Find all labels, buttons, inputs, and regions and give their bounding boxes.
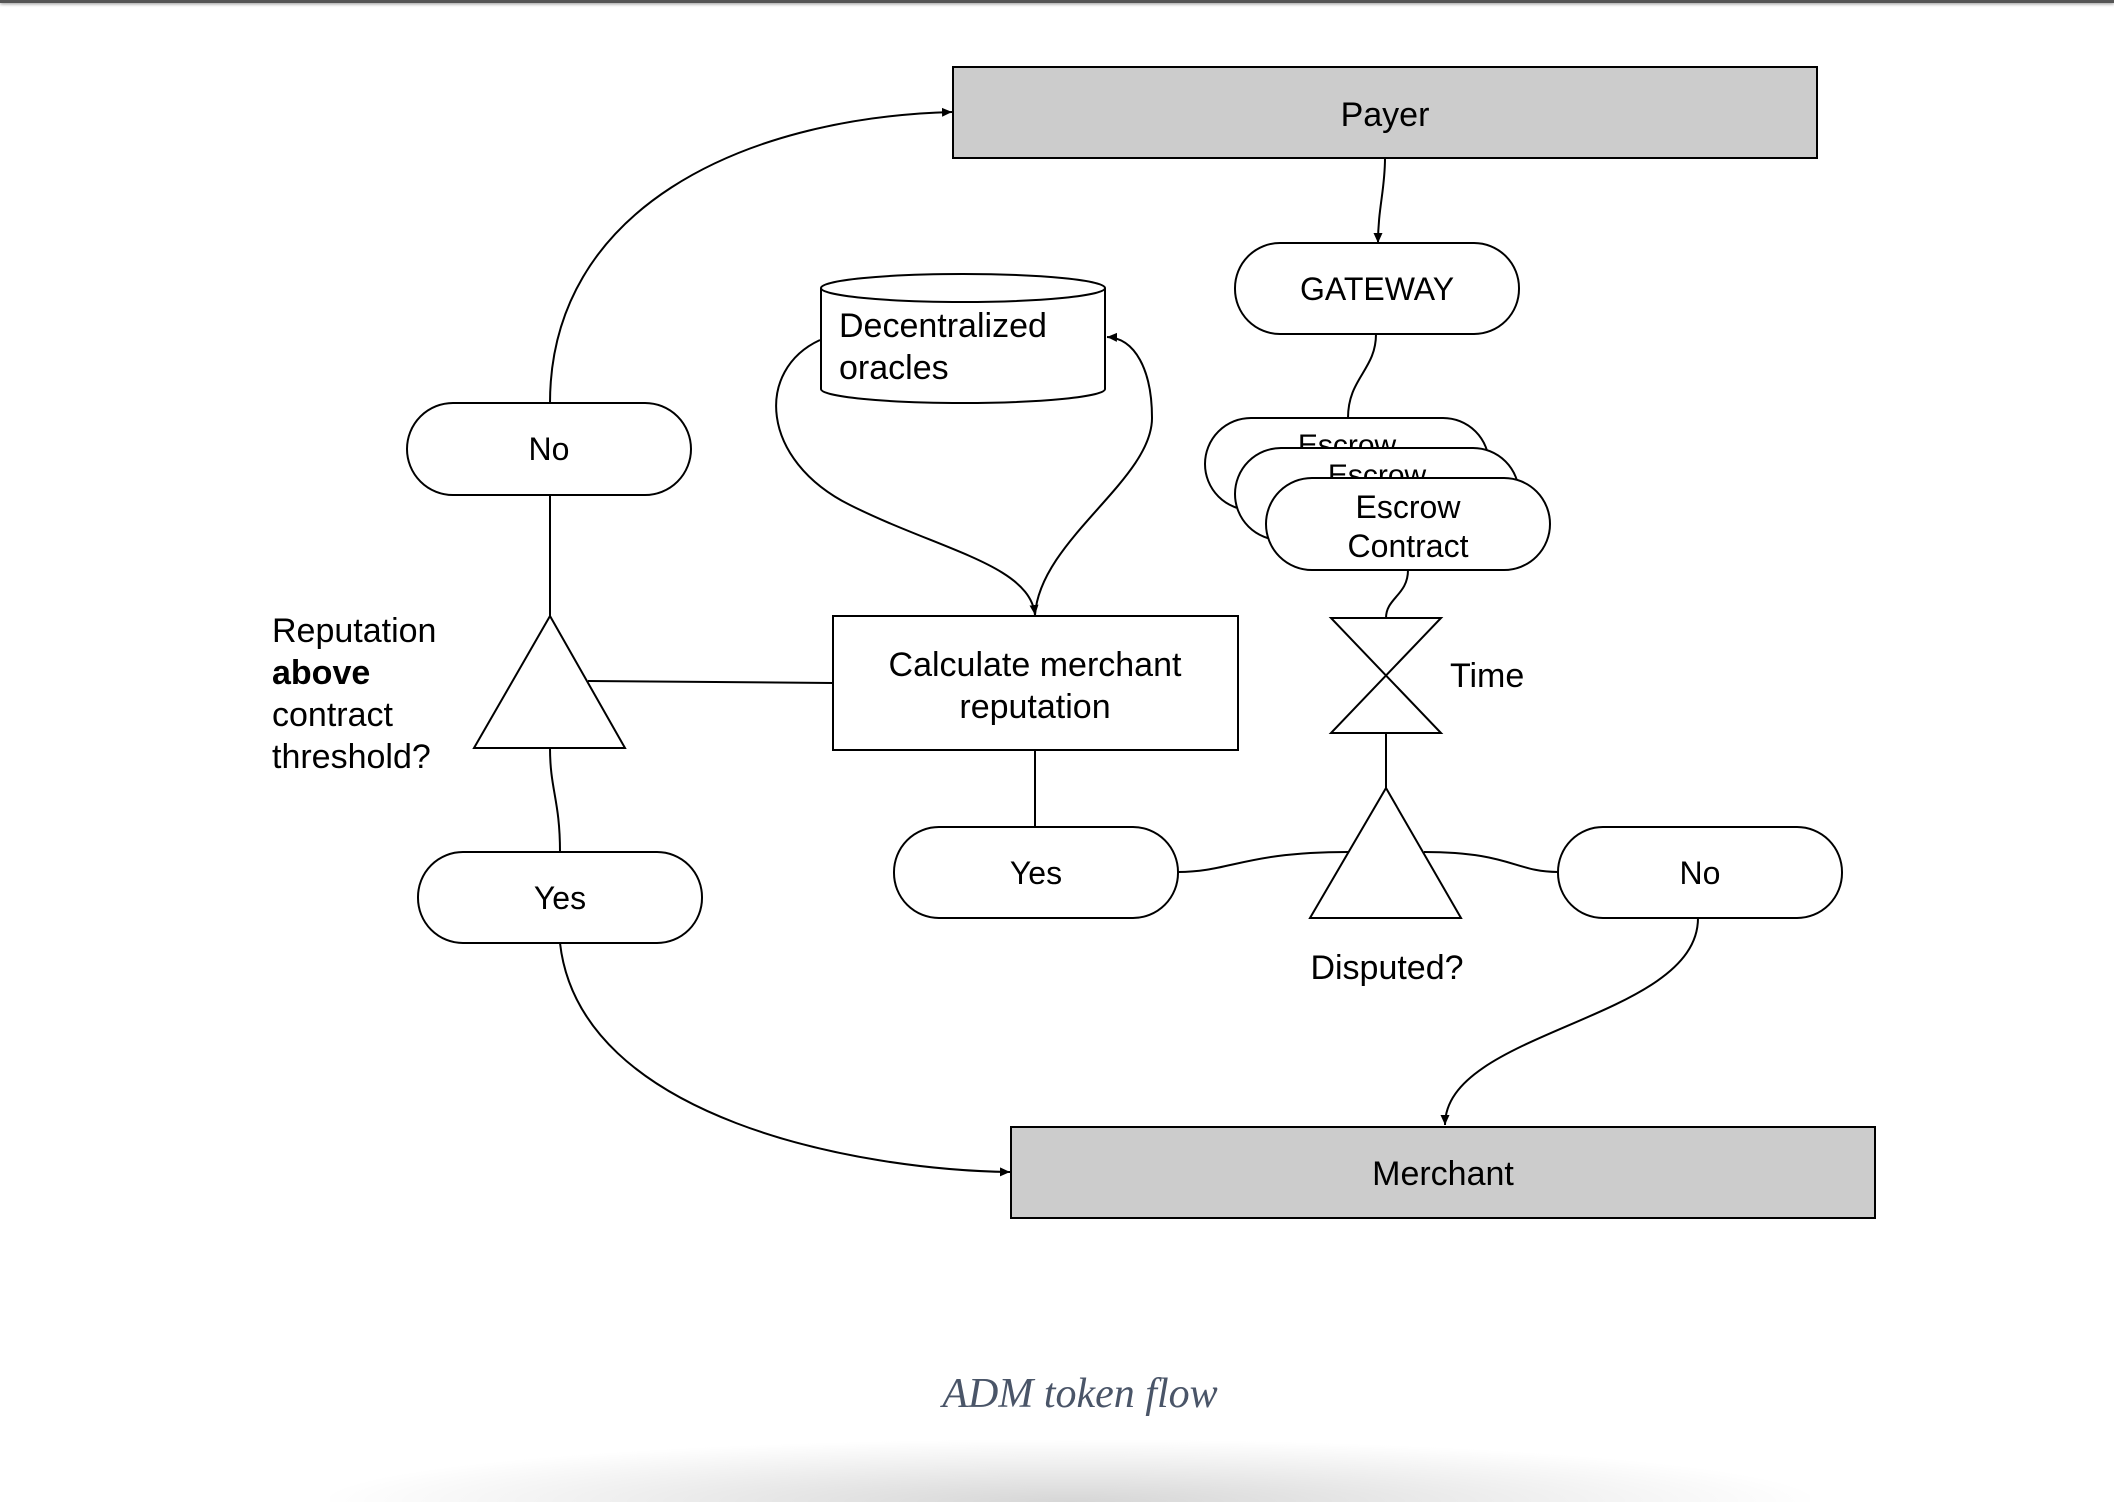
calculate-label-line1: Calculate merchant — [889, 646, 1182, 684]
disputed-to-yes-connector — [1177, 851, 1349, 873]
payer-label: Payer — [1341, 96, 1430, 134]
escrow-to-time-connector — [1385, 569, 1409, 619]
calculate-to-oracles-connector — [1034, 332, 1154, 616]
escrow-contracts-stack: Escrow Escrow Escrow Contract — [1204, 417, 1551, 571]
gateway-node: GATEWAY — [1234, 242, 1520, 335]
payer-node: Payer — [952, 66, 1818, 159]
window-top-edge — [0, 0, 2114, 3]
escrow-card-front — [1265, 477, 1551, 571]
disputed-label: Disputed? — [1310, 949, 1463, 987]
payer-to-gateway-connector — [1373, 157, 1386, 244]
oracles-label-line1: Decentralized — [839, 307, 1047, 345]
oracles-database-node: Decentralized oracles — [820, 273, 1106, 404]
disputed-triangle — [1308, 786, 1463, 919]
yes-left-node: Yes — [417, 851, 703, 944]
merchant-label: Merchant — [1372, 1155, 1514, 1193]
threshold-label-line2: above — [272, 654, 370, 692]
oracles-to-calculate-connector — [775, 339, 1039, 616]
no-right-node: No — [1557, 826, 1843, 919]
figure-caption: ADM token flow — [942, 1371, 1218, 1417]
hourglass-icon — [1328, 617, 1444, 734]
calculate-reputation-node: Calculate merchant reputation — [832, 615, 1239, 751]
no-right-label: No — [1680, 855, 1721, 891]
escrow-front-label-line1: Escrow — [1356, 489, 1462, 525]
threshold-triangle — [472, 613, 627, 749]
time-label: Time — [1450, 657, 1524, 695]
gateway-to-escrow-connector — [1347, 333, 1377, 419]
escrow-front-label-line2: Contract — [1348, 528, 1469, 564]
calculate-label-line2: reputation — [959, 688, 1110, 726]
no-to-merchant-connector — [1440, 917, 1699, 1126]
threshold-label-line3: contract — [272, 696, 393, 734]
no-to-payer-connector — [549, 107, 953, 404]
time-hourglass-node: Time — [1328, 617, 1524, 734]
no-left-label: No — [529, 431, 570, 467]
yes-mid-node: Yes — [893, 826, 1179, 919]
merchant-node: Merchant — [1010, 1126, 1876, 1219]
calculate-to-threshold-connector — [587, 680, 834, 684]
yes-to-merchant-connector — [559, 942, 1011, 1177]
yes-left-label: Yes — [534, 880, 586, 916]
bottom-shadow — [330, 1440, 1810, 1502]
gateway-label: GATEWAY — [1300, 271, 1454, 307]
threshold-label-line4: threshold? — [272, 738, 431, 776]
threshold-label-line1: Reputation — [272, 612, 436, 650]
threshold-to-yes-connector — [549, 747, 561, 853]
no-left-node: No — [406, 402, 692, 496]
disputed-decision: Disputed? — [1308, 786, 1464, 987]
reputation-threshold-decision: Reputation above contract threshold? — [272, 612, 627, 776]
oracles-label-line2: oracles — [839, 349, 949, 387]
yes-mid-label: Yes — [1010, 855, 1062, 891]
disputed-to-no-connector — [1423, 851, 1559, 873]
